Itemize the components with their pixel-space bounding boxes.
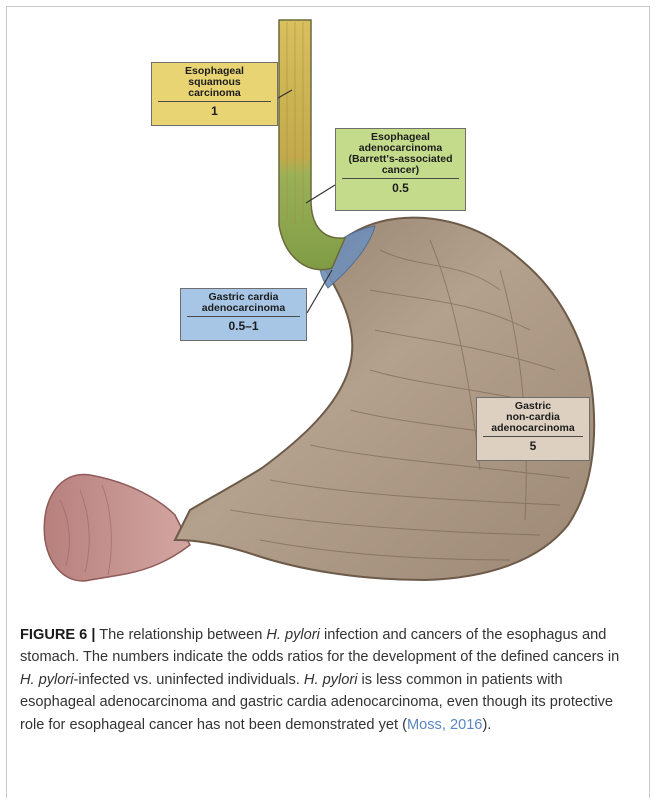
label-gastric-noncardia: Gastric non-cardia adenocarcinoma 5 [476,397,590,461]
label-esophageal-squamous: Esophageal squamous carcinoma 1 [151,62,278,126]
figure-label: FIGURE 6 | [20,627,95,643]
caption-text-5: ). [482,717,491,733]
caption-species-1: H. pylori [266,627,320,643]
leader-cardia [307,270,332,313]
stomach-anatomy-drawing [0,0,657,590]
label-gastric-cardia-name: Gastric cardia adenocarcinoma [181,289,306,316]
citation-link[interactable]: Moss, 2016 [407,717,482,733]
caption-text-3: -infected vs. uninfected individuals. [74,672,304,688]
label-esophageal-adeno: Esophageal adenocarcinoma (Barrett's-ass… [335,128,466,211]
label-gastric-noncardia-name: Gastric non-cardia adenocarcinoma [477,398,589,436]
label-esophageal-adeno-name: Esophageal adenocarcinoma (Barrett's-ass… [336,129,465,178]
label-gastric-cardia: Gastric cardia adenocarcinoma 0.5–1 [180,288,307,341]
label-esophageal-squamous-value: 1 [152,102,277,121]
figure-caption: FIGURE 6 | The relationship between H. p… [20,624,630,736]
caption-species-2: H. pylori [20,672,74,688]
caption-text-1: The relationship between [95,627,266,643]
stomach-illustration: Esophageal squamous carcinoma 1 Esophage… [0,0,657,590]
caption-species-3: H. pylori [304,672,358,688]
label-esophageal-adeno-value: 0.5 [336,179,465,198]
label-gastric-noncardia-value: 5 [477,437,589,456]
label-esophageal-squamous-name: Esophageal squamous carcinoma [152,63,277,101]
label-gastric-cardia-value: 0.5–1 [181,317,306,336]
